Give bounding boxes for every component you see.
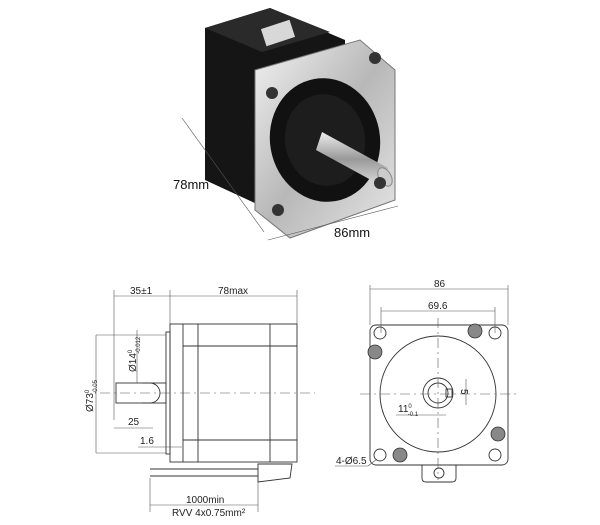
hole-spacing-dim: 69.6 xyxy=(428,301,448,312)
flat-length-dim: 25 xyxy=(128,417,140,428)
width-dimension-line xyxy=(267,205,399,241)
key-width-dim: 5 xyxy=(458,389,469,395)
cable-spec: RVV 4x0.75mm² xyxy=(172,508,246,519)
mount-holes-dim: 4-Ø6.5 xyxy=(336,456,367,467)
svg-text:Ø730-0.05: Ø730-0.05 xyxy=(85,379,99,412)
flange-thickness-dim: 1.6 xyxy=(140,436,154,447)
shaft-diameter-dim: Ø14 xyxy=(128,353,139,372)
cable-length-dim: 1000min xyxy=(186,495,224,506)
flat-depth-dim: 11 xyxy=(398,404,409,415)
label-sticker xyxy=(260,19,296,47)
pilot-diameter-dim: Ø73 xyxy=(85,393,96,412)
shaft-tol-upper: 0 xyxy=(128,349,134,353)
motor-photo: 78mm 86mm xyxy=(173,8,399,241)
front-view: 86 69.6 110 -0.1 5 4-Ø6.5 xyxy=(335,279,518,483)
height-dimension-line xyxy=(181,117,265,233)
body-length-dim: 78max xyxy=(218,286,248,297)
shaft-length-dim: 35±1 xyxy=(130,286,153,297)
pilot-tol-upper: 0 xyxy=(85,389,91,393)
photo-width-label: 86mm xyxy=(334,225,370,240)
side-view: 35±1 78max Ø730-0.05 Ø140-0.012 25 1.6 1… xyxy=(85,286,315,519)
photo-height-label: 78mm xyxy=(173,177,209,192)
flat-tol-lower: -0.1 xyxy=(408,412,419,418)
shaft-tol-lower: -0.012 xyxy=(136,336,142,354)
svg-text:Ø140-0.012: Ø140-0.012 xyxy=(128,336,142,372)
flat-tol-upper: 0 xyxy=(408,404,412,410)
pilot-tol-lower: -0.05 xyxy=(93,379,99,393)
front-width-dim: 86 xyxy=(434,279,446,290)
svg-text:110-0.1: 110 -0.1 xyxy=(398,404,419,418)
